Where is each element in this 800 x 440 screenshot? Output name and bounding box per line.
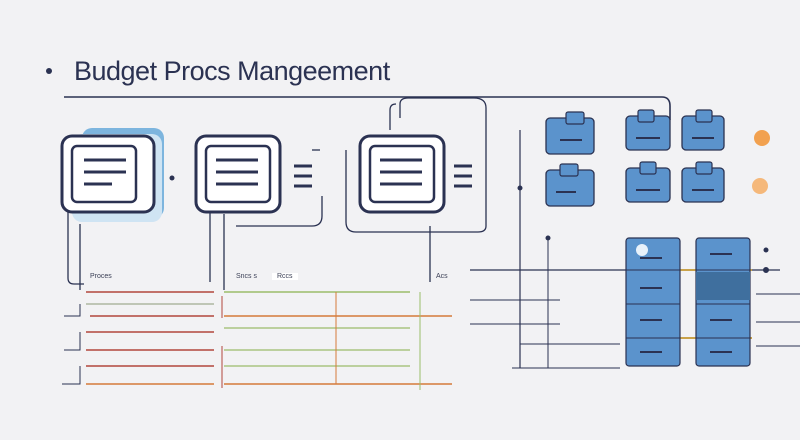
- title-underline: [64, 96, 671, 120]
- page-title: Budget Procs Mangeement: [74, 56, 390, 86]
- folder-icon-5: [625, 161, 671, 203]
- folder-icon-4: [545, 163, 595, 207]
- document-icon-3: [358, 134, 472, 214]
- document-icon-1: [60, 128, 175, 222]
- column-label-process: Proces: [90, 273, 112, 280]
- document-icon-2: [194, 134, 312, 214]
- column-label-records: Rccs: [272, 273, 298, 280]
- server-icon-1: [625, 237, 681, 367]
- folder-icon-6: [681, 161, 725, 203]
- status-dot-2: [752, 178, 768, 194]
- server-icon-2: [695, 237, 751, 367]
- connector-lines: [67, 97, 487, 290]
- folder-icon-2: [625, 109, 671, 151]
- status-dot-1: [754, 130, 770, 146]
- table-rows: [62, 291, 452, 390]
- folder-icon-1: [545, 111, 595, 155]
- column-label-sources: Sncs s: [236, 273, 258, 280]
- folder-icons: [545, 109, 725, 207]
- column-label-actions: Acs: [436, 273, 448, 280]
- folder-icon-3: [681, 109, 725, 151]
- title-bullet: [46, 68, 52, 74]
